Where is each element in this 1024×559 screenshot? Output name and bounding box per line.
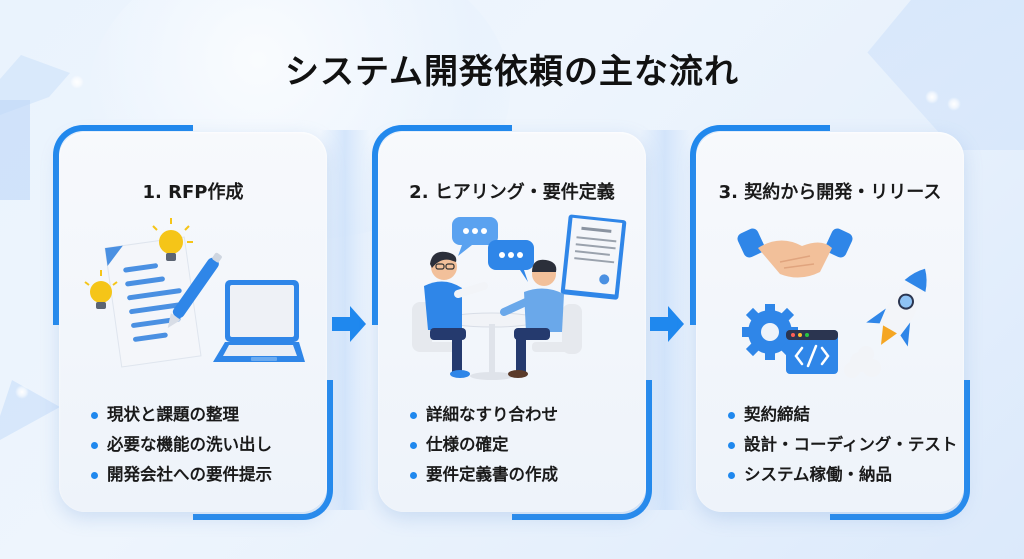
card-accent-bottom-right <box>193 380 333 520</box>
speech-bubble-icon <box>488 240 534 282</box>
list-item-text: 要件定義書の作成 <box>426 465 558 484</box>
step-title: 2. ヒアリング・要件定義 <box>409 182 615 203</box>
bullet-icon <box>410 441 417 449</box>
code-window-icon <box>786 330 838 374</box>
gear-icon <box>742 304 798 360</box>
document-icon <box>104 236 202 368</box>
bullet-icon <box>91 411 98 419</box>
card-accent-top-left <box>53 125 193 325</box>
step-card-1: 1. RFP作成 <box>53 125 333 520</box>
laptop-icon <box>213 280 305 362</box>
list-item: 必要な機能の洗い出し <box>91 430 272 460</box>
bullet-icon <box>410 411 417 419</box>
list-item: 要件定義書の作成 <box>410 460 558 490</box>
bullet-icon <box>91 471 98 479</box>
card-accent-top-left <box>690 125 830 325</box>
bullet-icon <box>91 441 98 449</box>
person-icon <box>424 251 488 378</box>
list-item: 仕様の確定 <box>410 430 558 460</box>
card-accent-bottom-right <box>830 380 970 520</box>
step-card-3: 3. 契約から開発・リリース <box>690 125 970 520</box>
list-item-text: 必要な機能の洗い出し <box>107 435 272 454</box>
bullet-icon <box>728 441 735 449</box>
step-title: 3. 契約から開発・リリース <box>718 182 942 203</box>
card-accent-bottom-right <box>512 380 652 520</box>
release-illustration <box>737 228 927 378</box>
person-icon <box>500 259 564 378</box>
background-cube-side <box>0 100 30 200</box>
list-item: 契約締結 <box>728 400 957 430</box>
arrow-right-icon <box>650 306 684 342</box>
bullet-icon <box>728 471 735 479</box>
list-item: 開発会社への要件提示 <box>91 460 272 490</box>
card-body: 3. 契約から開発・リリース <box>696 132 964 512</box>
bullet-icon <box>728 411 735 419</box>
background-shard-left <box>0 380 60 440</box>
page-title: システム開発依頼の主な流れ <box>285 52 739 92</box>
rfp-illustration <box>84 218 305 368</box>
lightbulb-icon <box>84 270 118 309</box>
sparkle-icon <box>947 97 961 111</box>
bullet-list: 現状と課題の整理 必要な機能の洗い出し 開発会社への要件提示 <box>91 400 272 490</box>
smoke-icon <box>844 346 881 378</box>
list-item-text: 詳細なすり合わせ <box>426 405 558 424</box>
bullet-list: 詳細なすり合わせ 仕様の確定 要件定義書の作成 <box>410 400 558 490</box>
list-item: 詳細なすり合わせ <box>410 400 558 430</box>
card-accent-top-left <box>372 125 512 325</box>
handshake-icon <box>737 228 853 278</box>
lightbulb-icon <box>152 218 193 261</box>
contract-icon <box>560 214 627 300</box>
card-body: 1. RFP作成 <box>59 132 327 512</box>
list-item: 設計・コーディング・テスト <box>728 430 957 460</box>
rocket-icon <box>866 268 927 347</box>
step-card-2: 2. ヒアリング・要件定義 <box>372 125 652 520</box>
list-item-text: 現状と課題の整理 <box>107 405 239 424</box>
list-item: 現状と課題の整理 <box>91 400 272 430</box>
list-item-text: 仕様の確定 <box>426 435 509 454</box>
sparkle-icon <box>15 385 29 399</box>
card-body: 2. ヒアリング・要件定義 <box>378 132 646 512</box>
pen-icon <box>167 252 222 329</box>
arrow-right-icon <box>332 306 366 342</box>
list-item: システム稼働・納品 <box>728 460 957 490</box>
meeting-illustration <box>412 214 627 380</box>
list-item-text: システム稼働・納品 <box>744 465 893 484</box>
step-title: 1. RFP作成 <box>142 182 244 203</box>
list-item-text: 契約締結 <box>744 405 810 424</box>
bullet-icon <box>410 471 417 479</box>
bullet-list: 契約締結 設計・コーディング・テスト システム稼働・納品 <box>728 400 957 490</box>
speech-bubble-icon <box>452 217 498 256</box>
list-item-text: 設計・コーディング・テスト <box>744 435 958 454</box>
list-item-text: 開発会社への要件提示 <box>107 465 272 484</box>
